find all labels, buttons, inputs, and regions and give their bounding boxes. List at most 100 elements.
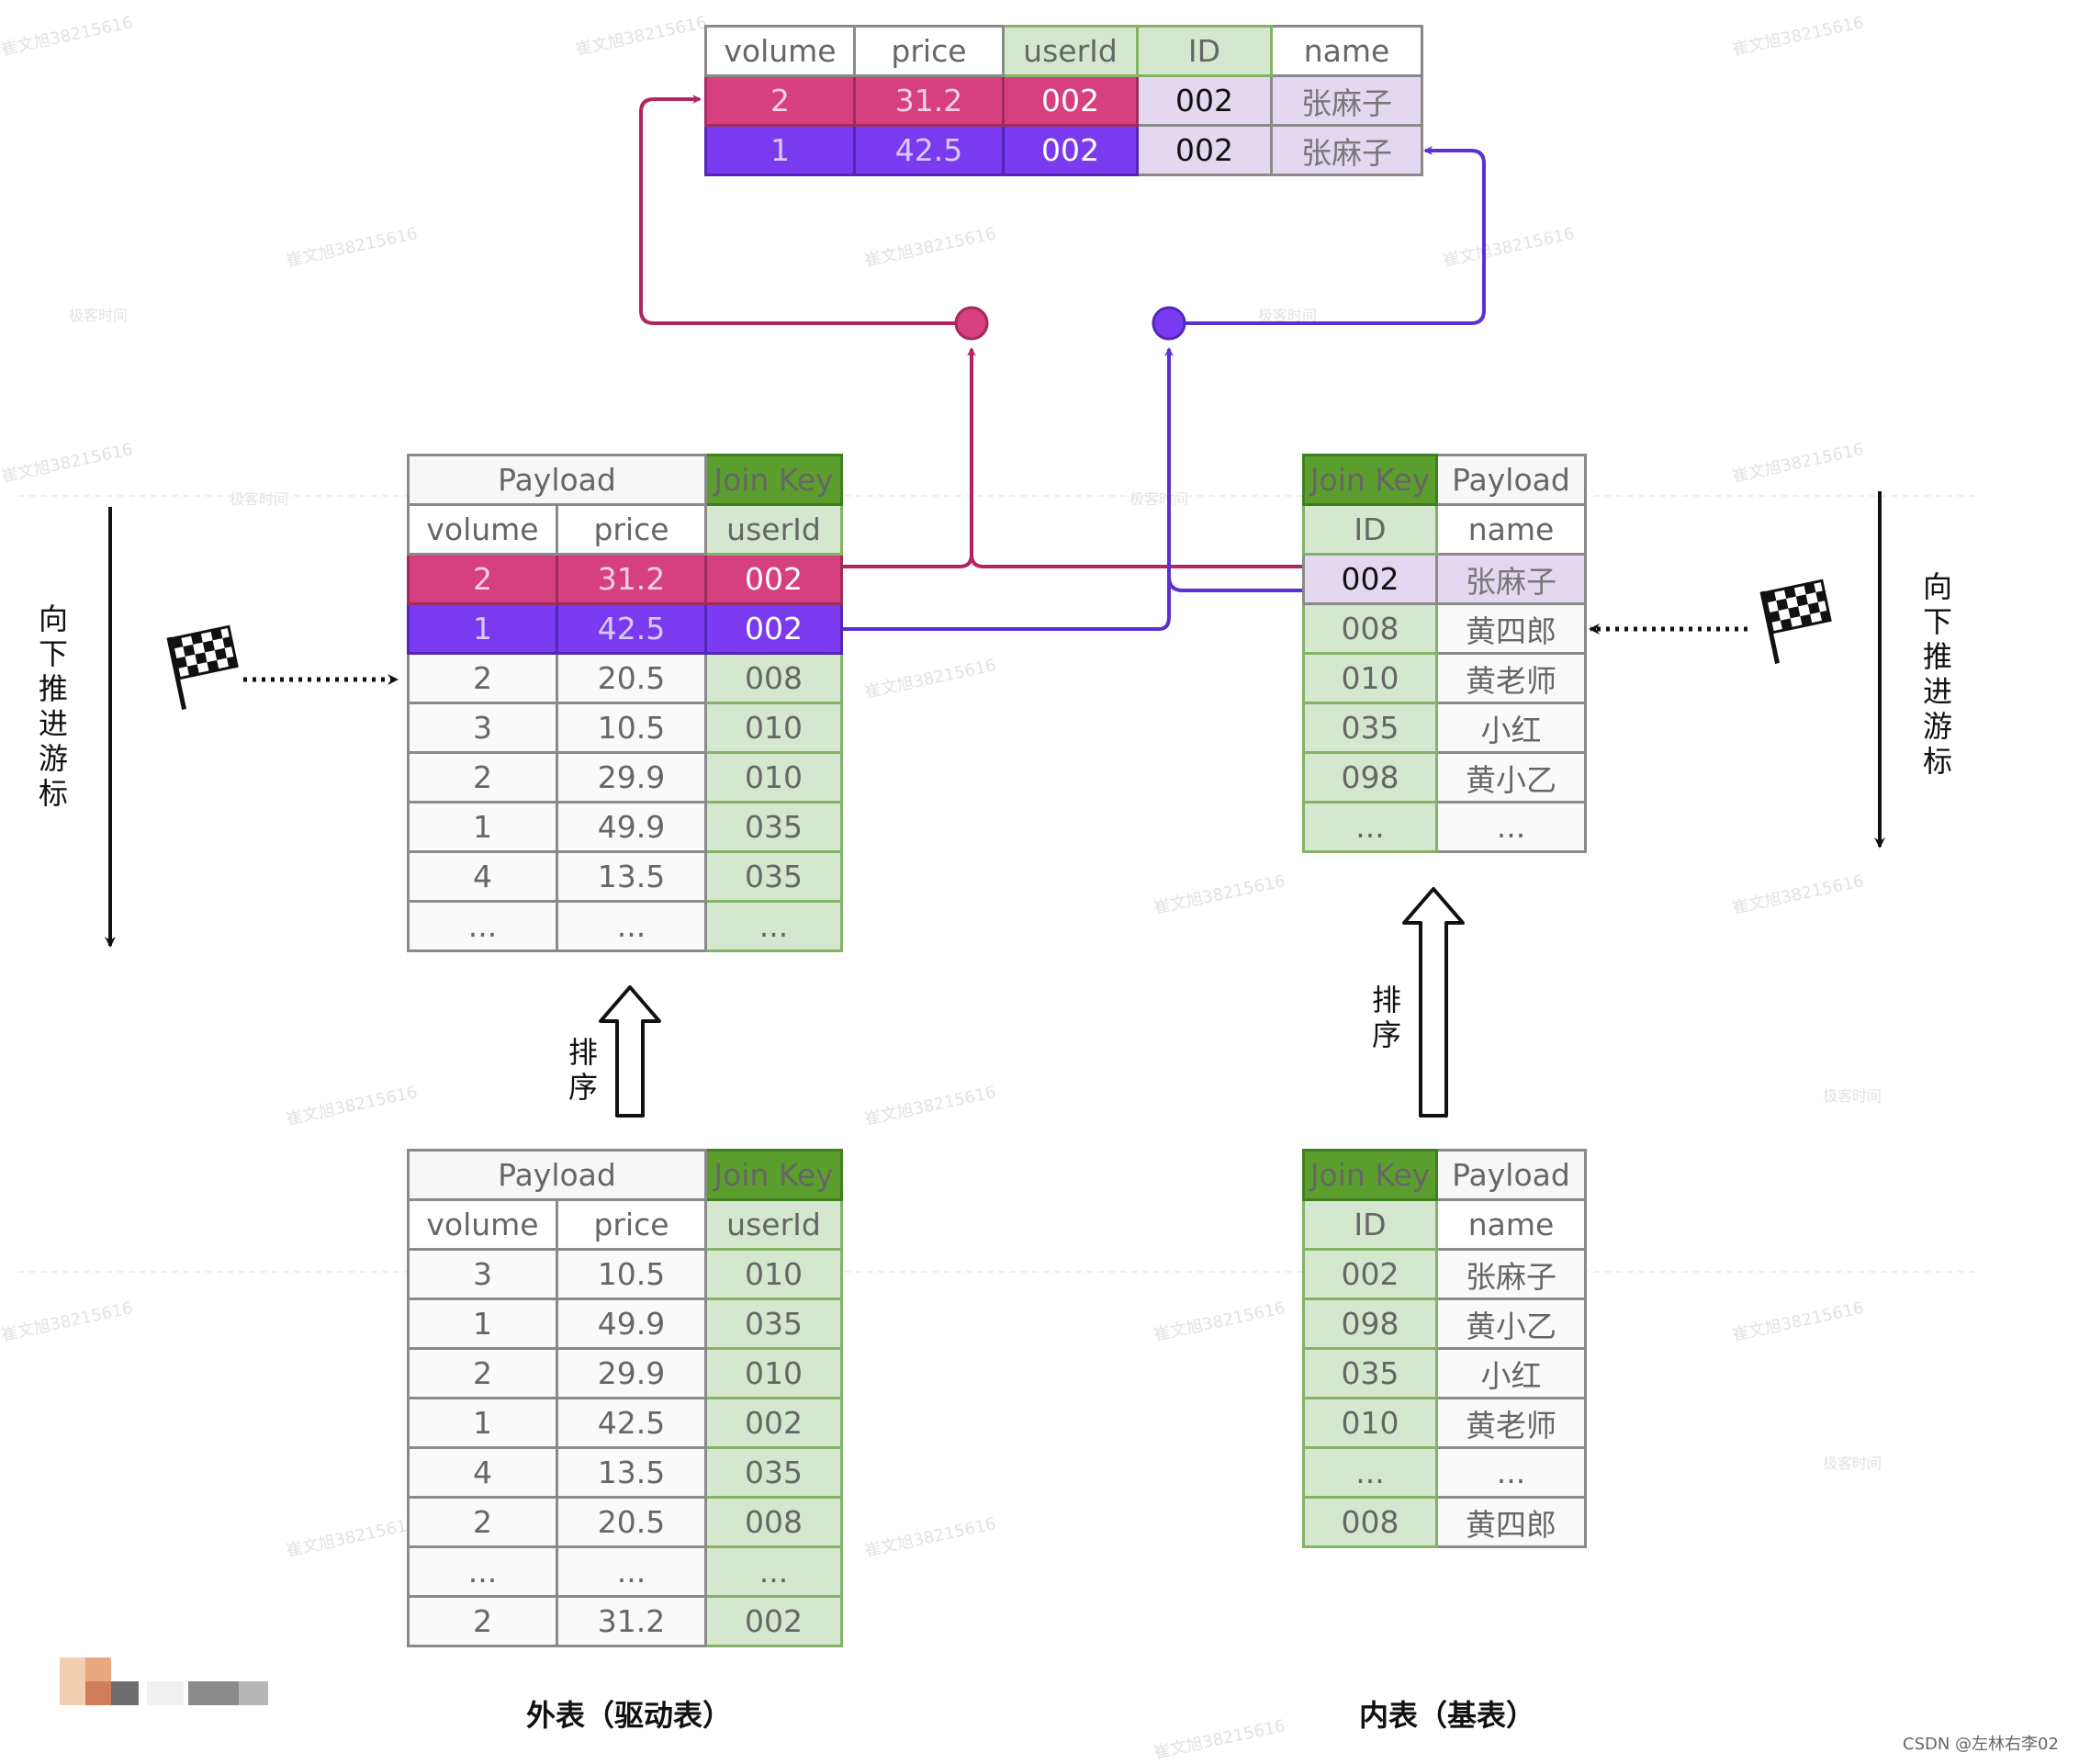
table-cell: 010: [704, 1248, 844, 1300]
table-cell: 1: [407, 1397, 558, 1449]
sort-label-right: 排序: [1371, 983, 1401, 1052]
watermark-logo: 极客时间: [1258, 307, 1318, 324]
checkered-flag-icon: [1759, 579, 1832, 664]
table-cell: 4: [407, 1446, 558, 1499]
table-cell: 42.5: [555, 1397, 708, 1449]
blurred-logo: [60, 1657, 268, 1705]
watermark-logo: 极客时间: [1823, 1455, 1882, 1472]
table-cell: 002: [704, 553, 844, 605]
table-cell: 10.5: [555, 702, 708, 754]
table-row: 008 黄四郎: [1302, 602, 1587, 655]
table-row: 035 小红: [1302, 1347, 1587, 1399]
table-cell: 035: [1302, 1347, 1438, 1399]
table-cell: 002: [704, 1595, 844, 1647]
payload-header: Payload: [406, 454, 708, 506]
result-table: volume price userId ID name 2 31.2 002 0…: [704, 25, 1423, 176]
hollow-up-arrow-icon: [599, 985, 661, 1118]
table-cell: 2: [407, 1496, 558, 1548]
table-row: 1 42.5 002: [407, 1397, 844, 1449]
table-row: ... ...: [1302, 801, 1587, 853]
table-cell: 002: [704, 602, 844, 655]
table-row: 1 42.5 002: [407, 602, 844, 655]
checkered-flag-icon: [166, 624, 239, 710]
table-cell: 1: [407, 801, 558, 853]
outer-raw-table: Payload Join Key volume price userId 3 1…: [406, 1149, 844, 1647]
table-row: 2 31.2 002: [407, 1595, 844, 1647]
column-header-name: name: [1435, 503, 1587, 556]
result-header-price: price: [853, 25, 1005, 77]
table-cell: 008: [1302, 602, 1438, 655]
table-cell: 010: [1302, 652, 1438, 704]
table-cell: 黄小乙: [1435, 1298, 1587, 1350]
watermark-logo: 极客时间: [230, 490, 289, 508]
table-row: 4 13.5 035: [407, 1446, 844, 1499]
table-cell: 2: [407, 652, 558, 704]
table-cell: 小红: [1435, 702, 1587, 754]
column-header-id: ID: [1302, 503, 1438, 556]
outer-sorted-table: Payload Join Key volume price userId 2 3…: [406, 454, 844, 952]
column-header-price: price: [555, 503, 708, 556]
join-key-header: Join Key: [1302, 1149, 1438, 1201]
column-header-price: price: [555, 1198, 708, 1251]
table-cell: ...: [555, 900, 708, 952]
table-cell: 008: [1302, 1496, 1438, 1548]
column-header-userid: userId: [704, 1198, 844, 1251]
table-cell: 49.9: [555, 1298, 708, 1350]
table-cell: 2: [407, 1595, 558, 1647]
table-cell: 黄四郎: [1435, 602, 1587, 655]
table-cell: 008: [704, 652, 844, 704]
table-cell: ...: [1435, 801, 1587, 853]
column-header-id: ID: [1302, 1198, 1438, 1251]
result-header-id: ID: [1136, 25, 1273, 77]
table-row: 2 29.9 010: [407, 751, 844, 803]
payload-header: Payload: [1435, 1149, 1587, 1201]
inner-raw-table: Join Key Payload ID name 002 张麻子 098 黄小乙…: [1302, 1149, 1587, 1548]
table-cell: ...: [1302, 801, 1438, 853]
table-cell: 010: [1302, 1397, 1438, 1449]
table-cell: 13.5: [555, 1446, 708, 1499]
result-cell: 002: [1002, 74, 1139, 127]
table-cell: 2: [407, 751, 558, 803]
table-cell: 13.5: [555, 850, 708, 903]
table-cell: 20.5: [555, 652, 708, 704]
table-cell: 29.9: [555, 1347, 708, 1399]
match-line-pink: [840, 347, 976, 568]
table-cell: 黄老师: [1435, 652, 1587, 704]
table-row: 2 31.2 002: [407, 553, 844, 605]
table-cell: 20.5: [555, 1496, 708, 1548]
table-cell: 010: [704, 702, 844, 754]
table-cell: 2: [407, 1347, 558, 1399]
table-cell: 49.9: [555, 801, 708, 853]
result-cell: 2: [704, 74, 856, 127]
table-row: 3 10.5 010: [407, 1248, 844, 1300]
table-cell: 098: [1302, 1298, 1438, 1350]
table-row: ... ... ...: [407, 900, 844, 952]
credit-text: CSDN @左林右李02: [1903, 1735, 2059, 1754]
table-cell: ...: [1435, 1446, 1587, 1499]
table-row: ... ...: [1302, 1446, 1587, 1499]
table-cell: 098: [1302, 751, 1438, 803]
table-cell: 29.9: [555, 751, 708, 803]
result-cell: 张麻子: [1270, 74, 1423, 127]
cursor-label-left: 向下推进游标: [38, 601, 68, 811]
table-cell: 黄四郎: [1435, 1496, 1587, 1548]
result-header-name: name: [1270, 25, 1423, 77]
table-row: 4 13.5 035: [407, 850, 844, 903]
caption-outer-table: 外表（驱动表）: [526, 1698, 733, 1733]
table-cell: 张麻子: [1435, 553, 1587, 605]
table-cell: 3: [407, 702, 558, 754]
table-cell: 002: [1302, 1248, 1438, 1300]
join-node-purple: [1152, 306, 1186, 341]
table-cell: 黄小乙: [1435, 751, 1587, 803]
match-line-purple: [840, 347, 1174, 631]
join-key-header: Join Key: [1302, 454, 1438, 506]
watermark-logo: 极客时间: [69, 307, 129, 324]
table-cell: 2: [407, 553, 558, 605]
table-row: 002 张麻子: [1302, 553, 1587, 605]
table-cell: ...: [407, 900, 558, 952]
table-cell: 31.2: [555, 553, 708, 605]
result-cell: 002: [1136, 124, 1273, 176]
table-row: 098 黄小乙: [1302, 1298, 1587, 1350]
inner-sorted-table: Join Key Payload ID name 002 张麻子 008 黄四郎…: [1302, 454, 1587, 853]
